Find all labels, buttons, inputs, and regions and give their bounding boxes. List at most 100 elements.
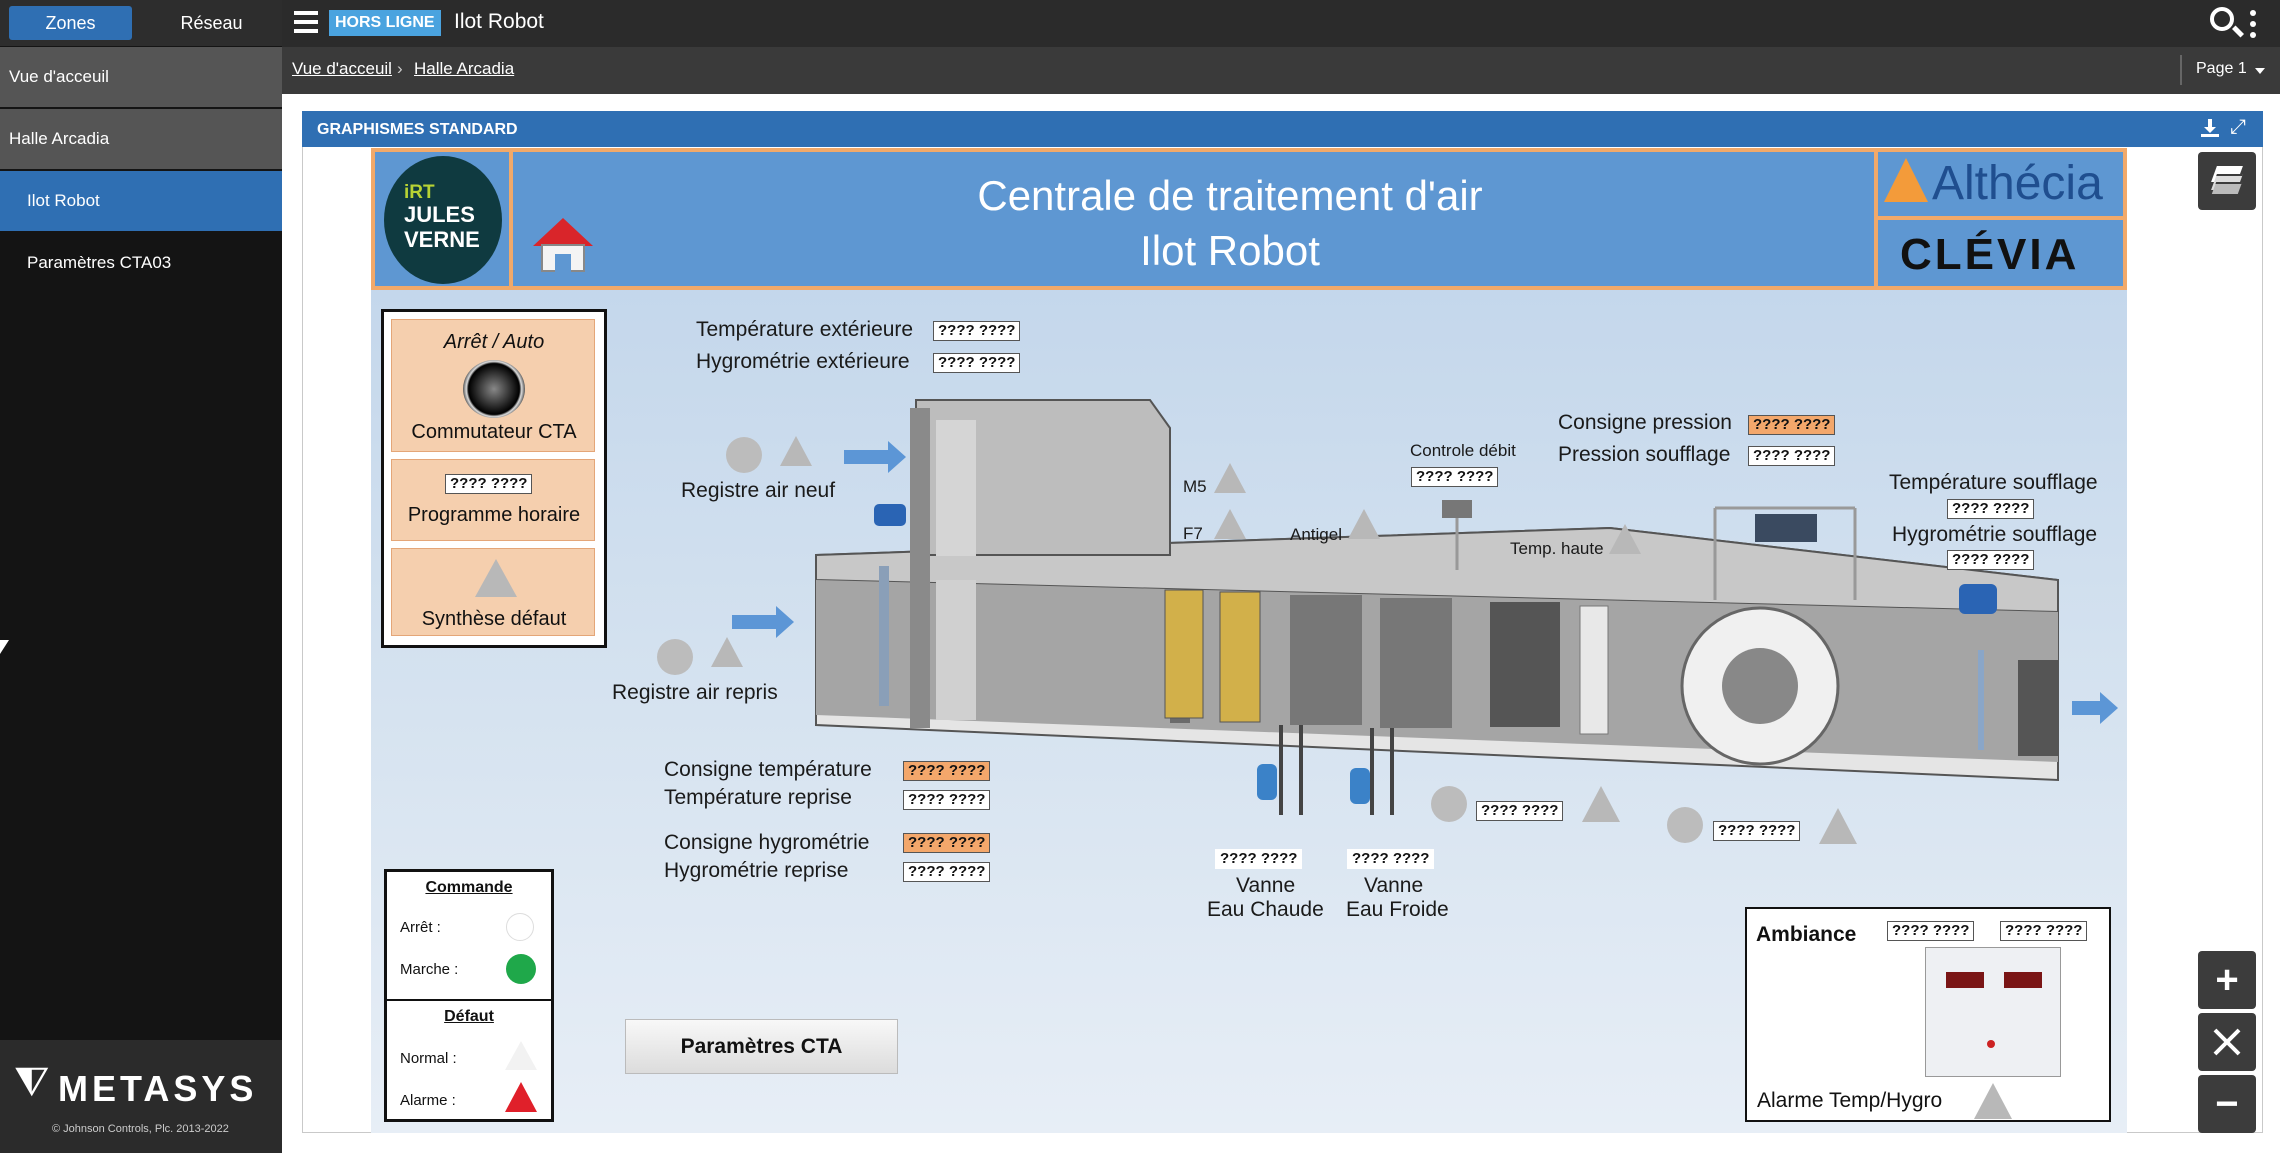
motor1-value[interactable]: ???? ???? [1476, 801, 1564, 821]
fit-screen-icon[interactable] [2198, 1013, 2256, 1071]
high-temp-fault-icon [1609, 524, 1641, 554]
motor2-value[interactable]: ???? ???? [1713, 821, 1801, 841]
supply-air-arrow-icon [2072, 692, 2118, 724]
outside-temp-value[interactable]: ???? ???? [933, 321, 1021, 341]
hot-valve-value[interactable]: ???? ???? [1215, 849, 1303, 869]
hygro-setpoint-label: Consigne hygrométrie [664, 831, 870, 854]
fault-summary-box: Synthèse défaut [391, 548, 595, 636]
ambiance-label: Ambiance [1756, 923, 1857, 946]
outside-hygro-label: Hygrométrie extérieure [696, 350, 910, 373]
switch-label: Commutateur CTA [411, 421, 577, 443]
page-select[interactable]: Page 1 [2196, 60, 2247, 77]
pressure-setpoint-label: Consigne pression [1558, 411, 1732, 434]
legend-run-dot [506, 954, 536, 984]
download-icon[interactable] [2201, 119, 2219, 137]
breadcrumb-item-halle-arcadia[interactable]: Halle Arcadia [414, 59, 515, 78]
return-air-damper-status[interactable] [657, 639, 693, 675]
top-bar: HORS LIGNE Ilot Robot [282, 0, 2280, 47]
breadcrumb-item-vue-accueil[interactable]: Vue d'acceuil [292, 59, 392, 78]
search-icon[interactable] [2210, 7, 2245, 38]
mode-switch-box: Arrêt / Auto Commutateur CTA [391, 319, 595, 452]
hygro-setpoint-value[interactable]: ???? ???? [903, 833, 991, 853]
schedule-label: Programme horaire [407, 504, 581, 526]
schedule-box: ???? ???? Programme horaire [391, 459, 595, 541]
breadcrumb: Vue d'acceuil › Halle Arcadia Page 1 [282, 47, 2280, 94]
metasys-brand: ⧨ METASYS © Johnson Controls, Plc. 2013-… [0, 1040, 282, 1153]
layers-icon[interactable] [2198, 152, 2256, 210]
coil-cold [1380, 598, 1452, 728]
heater-element [1490, 602, 1560, 727]
divider [1874, 216, 2127, 220]
tab-zones[interactable]: Zones [9, 6, 132, 40]
supply-pressure-label: Pression soufflage [1558, 443, 1731, 466]
sidebar-tabs: Zones Réseau [0, 0, 282, 46]
mode-switch-knob[interactable] [463, 360, 525, 418]
pressure-setpoint-value[interactable]: ???? ???? [1748, 415, 1836, 435]
sidebar-item-ilot-robot[interactable]: Ilot Robot [0, 171, 282, 231]
cold-valve-label1: Vanne [1364, 874, 1424, 897]
sidebar-item-halle-arcadia[interactable]: Halle Arcadia [0, 109, 282, 169]
filter-m5 [1164, 589, 1204, 719]
zoom-out-button[interactable]: − [2198, 1075, 2256, 1133]
fresh-air-damper-fault-icon [780, 436, 812, 466]
temp-setpoint-value[interactable]: ???? ???? [903, 761, 991, 781]
return-air-arrow-icon [732, 606, 794, 638]
return-temp-value[interactable]: ???? ???? [903, 790, 991, 810]
hamburger-icon[interactable] [294, 11, 318, 33]
sidebar-item-label: Vue d'acceuil [9, 67, 109, 86]
legend-command-title: Commande [425, 879, 513, 896]
chevron-down-icon[interactable] [2255, 68, 2265, 74]
irt-jules-verne-logo: iRT JULES VERNE [384, 156, 502, 284]
supply-hygro-value[interactable]: ???? ???? [1947, 550, 2035, 570]
divider [387, 999, 551, 1001]
home-icon[interactable] [533, 218, 593, 274]
supply-pressure-value[interactable]: ???? ???? [1748, 446, 1836, 466]
hot-valve-icon [1257, 764, 1277, 800]
graphic-title-line1: Centrale de traitement d'air [977, 172, 1483, 219]
sidebar-item-parametres-cta03[interactable]: Paramètres CTA03 [0, 233, 282, 293]
supply-probe [1978, 650, 1984, 750]
flow-control-value[interactable]: ???? ???? [1411, 467, 1499, 487]
schedule-value[interactable]: ???? ???? [445, 474, 533, 494]
cold-valve-value[interactable]: ???? ???? [1347, 849, 1435, 869]
clevia-logo: CLÉVIA [1900, 230, 2080, 279]
tab-reseau[interactable]: Réseau [180, 12, 243, 33]
panel-title: GRAPHISMES STANDARD [317, 121, 518, 138]
fault-summary-triangle-icon [475, 559, 517, 597]
motor1-fault-icon [1582, 786, 1620, 822]
panel-header: GRAPHISMES STANDARD ⤢ [302, 111, 2263, 147]
flow-switch [1442, 500, 1472, 518]
outside-hygro-value[interactable]: ???? ???? [933, 353, 1021, 373]
legend: Commande Arrêt : Marche : Défaut Normal … [384, 869, 554, 1122]
motor1-status[interactable] [1431, 786, 1467, 822]
return-hygro-value[interactable]: ???? ???? [903, 862, 991, 882]
ambiance-alarm-label: Alarme Temp/Hygro [1757, 1089, 1943, 1112]
filter-m5-fault-icon [1214, 463, 1246, 493]
motor2-status[interactable] [1667, 807, 1703, 843]
supply-temp-value[interactable]: ???? ???? [1947, 499, 2035, 519]
ambiance-value-1[interactable]: ???? ???? [1887, 921, 1975, 941]
fresh-air-damper-status[interactable] [726, 437, 762, 473]
expand-icon[interactable]: ⤢ [2230, 116, 2246, 138]
sidebar: Zones Réseau Vue d'acceuil Halle Arcadia… [0, 0, 282, 1153]
more-vertical-icon[interactable] [2250, 10, 2256, 38]
motor2-fault-icon [1819, 808, 1857, 844]
sidebar-item-label: Halle Arcadia [9, 129, 110, 148]
mode-label: Arrêt / Auto [443, 331, 545, 353]
ambiance-value-2[interactable]: ???? ???? [2000, 921, 2088, 941]
supply-outlet [2018, 660, 2058, 756]
heater-frame [1579, 605, 1609, 735]
antigel-label: Antigel [1290, 525, 1342, 544]
legend-stop-label: Arrêt : [400, 919, 441, 936]
control-block: Arrêt / Auto Commutateur CTA ???? ???? P… [381, 309, 607, 648]
fresh-air-damper-blades [936, 420, 976, 556]
params-cta-button[interactable]: Paramètres CTA [625, 1019, 898, 1074]
page-title: Ilot Robot [454, 10, 544, 33]
sidebar-item-vue-accueil[interactable]: Vue d'acceuil [0, 47, 282, 107]
fresh-air-arrow-icon [844, 441, 906, 473]
fault-summary-label: Synthèse défaut [421, 608, 567, 630]
ambiance-alarm-triangle-icon [1974, 1083, 2012, 1119]
cold-valve-icon [1350, 768, 1370, 804]
zoom-in-button[interactable]: + [2198, 951, 2256, 1009]
breadcrumb-separator: › [397, 59, 403, 78]
